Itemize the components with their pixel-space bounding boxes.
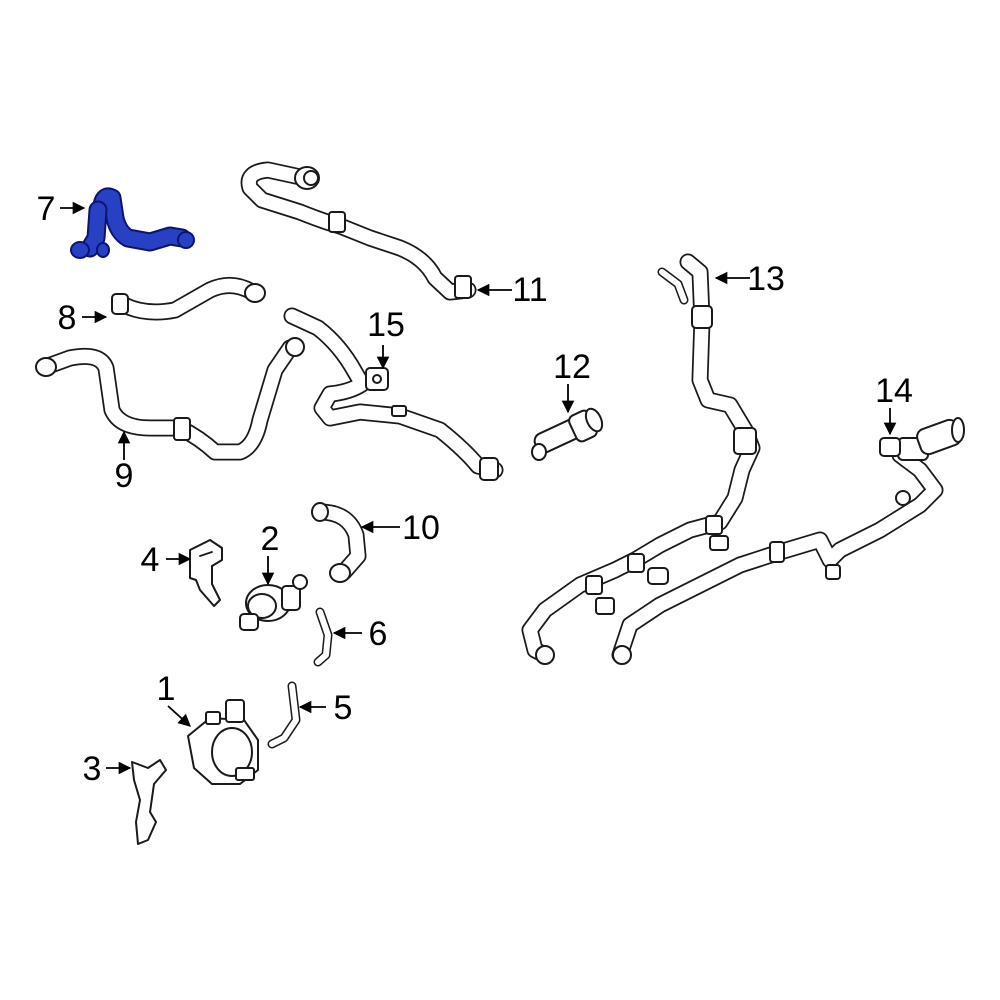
callout-15: 15 (367, 306, 405, 344)
part-1-pump[interactable] (187, 699, 259, 785)
callout-13: 13 (747, 260, 785, 298)
part-14-hose[interactable] (611, 417, 965, 665)
callout-labels: 7 8 9 11 15 12 13 14 10 4 2 6 5 1 3 (37, 190, 913, 788)
part-13-hose[interactable] (521, 253, 761, 665)
part-5-strap[interactable] (267, 681, 301, 749)
part-9-hose[interactable] (35, 337, 305, 461)
part-7-hose-highlighted[interactable] (70, 187, 195, 259)
part-3-bracket[interactable] (131, 759, 167, 845)
part-12-connector[interactable] (531, 406, 605, 461)
part-8-hose[interactable] (111, 277, 266, 321)
callout-9: 9 (115, 457, 134, 495)
callout-6: 6 (369, 615, 388, 653)
leader-1 (167, 705, 191, 727)
part-2-pump[interactable] (239, 574, 308, 631)
part-4-bracket[interactable] (189, 539, 223, 607)
callout-3: 3 (83, 750, 102, 788)
part-15-hose[interactable] (283, 307, 504, 481)
part-11-hose[interactable] (240, 161, 477, 301)
callout-11: 11 (512, 271, 547, 309)
callout-8: 8 (58, 299, 77, 337)
leader-lines (60, 201, 897, 775)
callout-4: 4 (141, 541, 160, 579)
callout-12: 12 (553, 348, 591, 386)
callout-14: 14 (875, 372, 913, 410)
callout-7: 7 (37, 190, 56, 228)
callout-1: 1 (157, 670, 176, 708)
part-6-clamp[interactable] (313, 607, 333, 667)
callout-10: 10 (402, 509, 440, 547)
part-10-hose[interactable] (311, 502, 367, 583)
callout-2: 2 (261, 520, 280, 558)
callout-5: 5 (334, 689, 353, 727)
